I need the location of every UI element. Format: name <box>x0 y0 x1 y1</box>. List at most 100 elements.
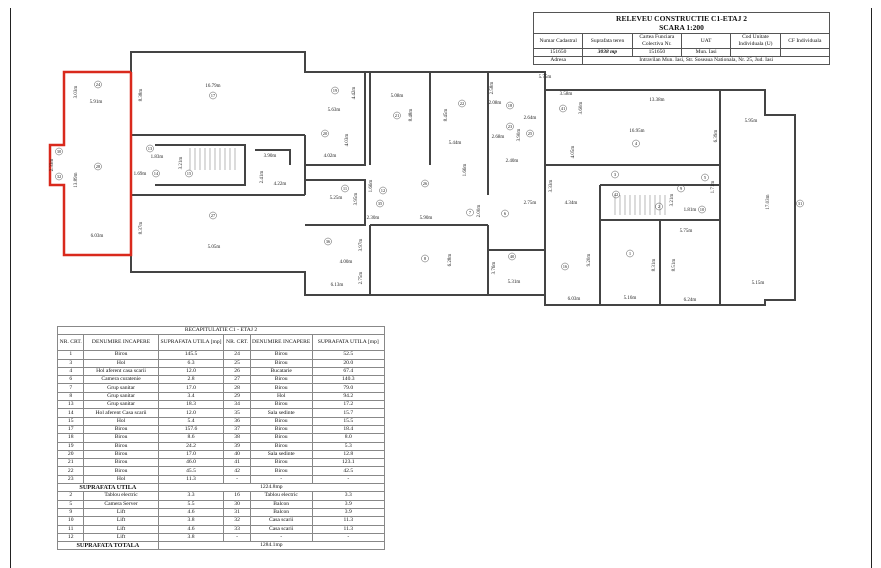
table-cell: Grup sanitar <box>83 391 159 402</box>
room-number-circle <box>94 80 102 89</box>
table-cell: Grup sanitar <box>83 400 159 410</box>
table-cell: Tablou electric <box>83 491 159 501</box>
table-cell: Grup sanitar <box>83 383 159 393</box>
dimension-label: 5.63m <box>328 108 341 113</box>
table-cell: Birou <box>249 433 313 443</box>
table-cell: 20.0 <box>311 358 386 368</box>
table-cell: Casa scarii <box>249 516 313 526</box>
dimension-label: 3.03m <box>74 86 79 99</box>
wall <box>255 149 291 165</box>
outer-wall <box>130 51 796 306</box>
room-number-circle <box>393 111 401 120</box>
table-cell: Birou <box>249 441 313 451</box>
room-number: 2 <box>658 204 660 209</box>
table-cell: Birou <box>249 466 313 476</box>
dimension-label: 2.08m <box>489 101 502 106</box>
table-cell: 15.5 <box>311 416 386 426</box>
table-cell: Hol <box>83 416 159 426</box>
room-number: 27 <box>211 213 216 218</box>
drawing-frame <box>10 8 872 568</box>
room-number-circle <box>94 162 102 171</box>
table-cell: - <box>311 474 386 485</box>
room-number: 22 <box>460 101 465 106</box>
dimension-label: 4.03m <box>345 134 350 147</box>
table-cell: - <box>223 474 251 485</box>
table-cell: 3.3 <box>157 491 225 501</box>
table-cell: SUPRAFATA UTILA [mp] <box>157 334 225 352</box>
room-number-circle <box>331 86 339 95</box>
table-cell: 2.8 <box>157 375 225 385</box>
table-cell: 123.1 <box>311 458 386 468</box>
table-cell: Balcon <box>249 507 313 518</box>
title-block-value: 3038 mp <box>582 48 633 57</box>
recap-title: RECAPITULATIE C1 - ETAJ 2 <box>57 325 385 336</box>
dimension-label: 5.44m <box>449 141 462 146</box>
table-cell: 12.0 <box>157 366 225 377</box>
room-number: 24 <box>96 82 101 87</box>
dimension-label: 5.75m <box>680 229 693 234</box>
room-number-circle <box>55 147 63 156</box>
room-number-circle <box>379 186 387 195</box>
table-cell: 140.3 <box>311 375 386 385</box>
room-number-circle <box>501 209 509 218</box>
table-cell: - <box>223 532 251 543</box>
table-cell: Birou <box>249 358 313 368</box>
table-cell: 26 <box>223 366 251 377</box>
dimension-label: 5.08m <box>391 94 404 99</box>
dimension-label: 3.33m <box>549 180 554 193</box>
table-cell: Balcon <box>249 499 313 509</box>
table-cell: 12.8 <box>311 449 386 460</box>
room-number-circle <box>185 169 193 178</box>
room-number: 36 <box>326 239 331 244</box>
table-cell: Lift <box>83 532 159 543</box>
table-cell: DENUMIRE INCAPERE <box>249 334 313 352</box>
table-cell: 11.3 <box>157 474 225 485</box>
table-cell: SUPRAFATA UTILA [mp] <box>311 334 386 352</box>
table-cell: 11.3 <box>311 524 386 534</box>
table-cell: NR. CRT. <box>56 334 85 352</box>
dimension-label: 3.58m <box>560 92 573 97</box>
dimension-label: 16.95m <box>629 129 644 134</box>
room-number: 12 <box>381 188 386 193</box>
table-cell: 67.4 <box>311 366 386 377</box>
table-cell: 14 <box>56 408 85 418</box>
table-cell: 24 <box>223 350 251 360</box>
table-cell: 33 <box>223 524 251 534</box>
table-cell: 3.3 <box>311 491 386 501</box>
dimension-label: 13.38m <box>649 98 664 103</box>
table-cell: Camera Server <box>83 499 159 509</box>
room-number: 7 <box>469 210 472 215</box>
table-cell: 38 <box>223 433 251 443</box>
title-block-value <box>730 48 781 57</box>
dimension-label: 6.03m <box>91 234 104 239</box>
dimension-label: 5.31m <box>508 280 521 285</box>
room-number: 6 <box>504 211 507 216</box>
room-number-circle <box>796 199 804 208</box>
table-cell: 32 <box>223 516 251 526</box>
drawing-scale: SCARA 1:200 <box>659 23 704 32</box>
room-number: 9 <box>680 186 683 191</box>
room-number-circle <box>677 184 685 193</box>
dimension-label: 3.21m <box>179 157 184 170</box>
address-label: Adresa <box>532 56 584 65</box>
room-number: 28 <box>96 164 101 169</box>
room-number-circle <box>146 144 154 153</box>
dimension-label: 4.05m <box>571 146 576 159</box>
table-cell: 5 <box>56 499 85 509</box>
title-block-header: Suprafata teren <box>582 33 633 49</box>
table-cell: 11 <box>56 524 85 534</box>
dimension-label: 3.95m <box>354 193 359 206</box>
table-cell: 20 <box>56 449 85 460</box>
room-number: 41 <box>561 106 566 111</box>
dimension-label: 3.76m <box>492 262 497 275</box>
room-number-circle <box>341 184 349 193</box>
